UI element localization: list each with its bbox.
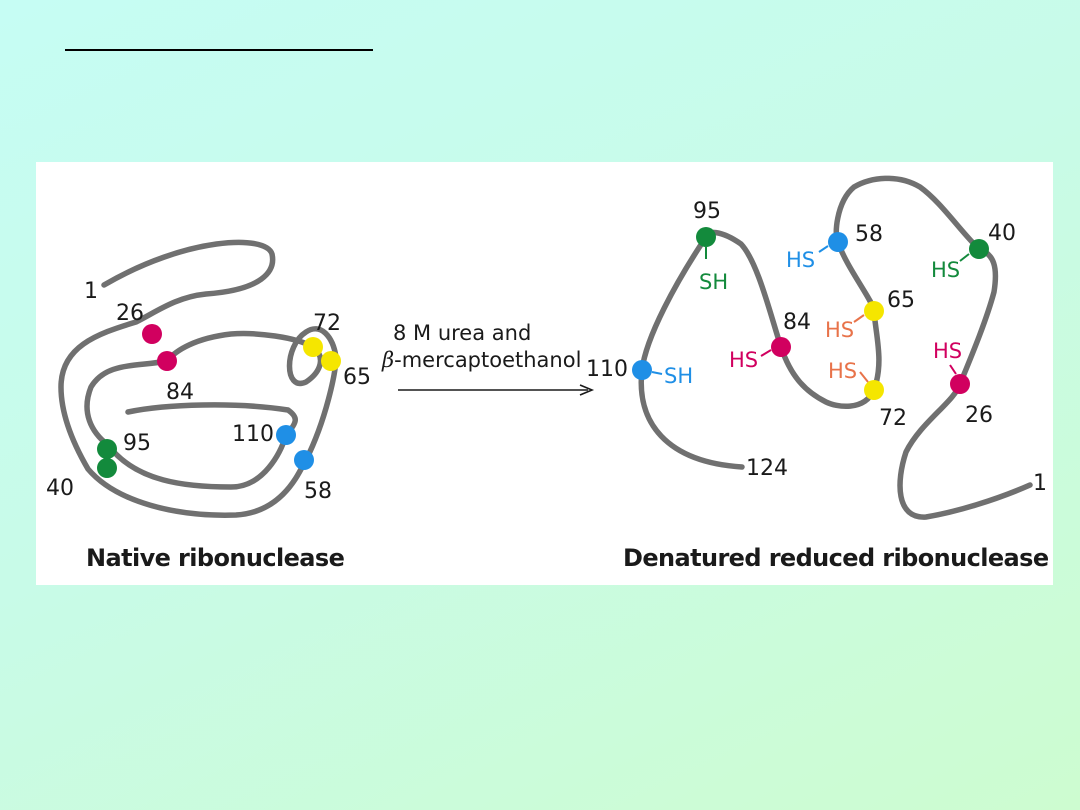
den-label-110: 110	[586, 357, 628, 382]
arrow-reagent: -mercaptoethanol	[394, 348, 581, 372]
den-cys40-dot	[969, 239, 989, 259]
den-label-1: 1	[1033, 471, 1047, 496]
native-cys84-dot	[157, 351, 177, 371]
native-cys40-dot	[97, 458, 117, 478]
native-label-40: 40	[46, 476, 74, 501]
ribonuclease-figure: 1 26 84 72 65 95 110 40 58 Native ribonu…	[36, 162, 1053, 585]
den-hs58-label: HS	[786, 248, 815, 272]
native-label-110: 110	[232, 422, 274, 447]
native-label-72: 72	[313, 311, 341, 336]
den-hs72-label: HS	[828, 359, 857, 383]
ribonuclease-diagram-svg: 1 26 84 72 65 95 110 40 58 Native ribonu…	[36, 162, 1053, 585]
den-cys95-dot	[696, 227, 716, 247]
denatured-chain	[641, 178, 1030, 517]
den-label-40: 40	[988, 221, 1016, 246]
den-label-84: 84	[783, 310, 811, 335]
den-cys72-dot	[864, 380, 884, 400]
native-cys95-dot	[97, 439, 117, 459]
den-cys84-dot	[771, 337, 791, 357]
native-label-95: 95	[123, 431, 151, 456]
den-hs65-tick	[854, 315, 864, 322]
den-hs72-tick	[860, 372, 868, 382]
den-cys110-dot	[632, 360, 652, 380]
arrow-beta-symbol: β	[381, 348, 394, 372]
den-hs40-tick	[960, 254, 969, 261]
den-hs58-tick	[819, 246, 828, 252]
den-cys26-dot	[950, 374, 970, 394]
native-cys72-dot	[303, 337, 323, 357]
arrow-text-line1: 8 M urea and	[393, 321, 531, 345]
den-hs40-label: HS	[931, 258, 960, 282]
native-label-58: 58	[304, 479, 332, 504]
native-label-1: 1	[84, 279, 98, 304]
native-caption: Native ribonuclease	[86, 544, 345, 572]
denatured-caption: Denatured reduced ribonuclease	[623, 544, 1049, 572]
native-cys58-dot	[294, 450, 314, 470]
den-cys65-dot	[864, 301, 884, 321]
den-hs84-label: HS	[729, 348, 758, 372]
den-cys58-dot	[828, 232, 848, 252]
title-underline	[65, 49, 373, 51]
denaturation-arrow: 8 M urea and β-mercaptoethanol	[381, 321, 592, 395]
den-hs26-tick	[950, 365, 956, 374]
arrow-text-line2: β-mercaptoethanol	[381, 348, 581, 372]
den-label-95: 95	[693, 199, 721, 224]
native-cys26-dot	[142, 324, 162, 344]
den-hs65-label: HS	[825, 318, 854, 342]
native-cys65-dot	[321, 351, 341, 371]
native-label-26: 26	[116, 301, 144, 326]
native-label-84: 84	[166, 380, 194, 405]
den-label-26: 26	[965, 403, 993, 428]
den-sh110-tick	[652, 372, 662, 374]
native-cys110-dot	[276, 425, 296, 445]
den-sh95-label: SH	[699, 270, 728, 294]
den-label-124: 124	[746, 456, 788, 481]
den-label-58: 58	[855, 222, 883, 247]
denatured-ribonuclease: 95 110 124 84 58 65 72 40 26 1 SH SH HS …	[586, 178, 1049, 572]
native-ribonuclease: 1 26 84 72 65 95 110 40 58 Native ribonu…	[46, 242, 371, 572]
den-label-72: 72	[879, 406, 907, 431]
den-hs84-tick	[761, 350, 771, 356]
den-hs26-label: HS	[933, 339, 962, 363]
den-label-65: 65	[887, 288, 915, 313]
den-sh110-label: SH	[664, 364, 693, 388]
native-label-65: 65	[343, 365, 371, 390]
